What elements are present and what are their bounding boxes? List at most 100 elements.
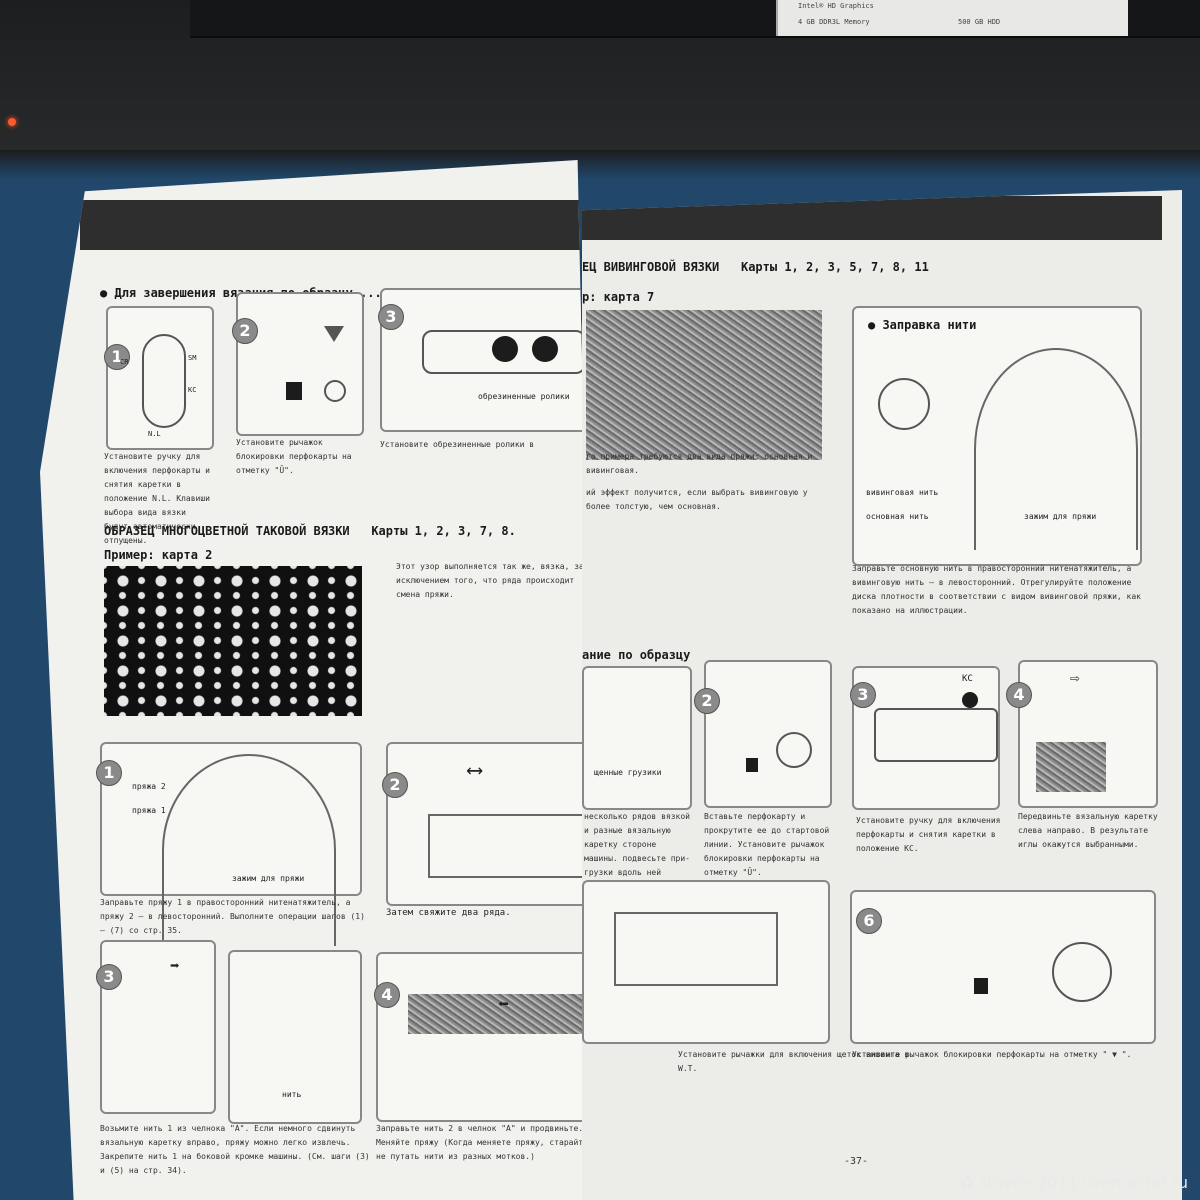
tension-arm-icon <box>162 754 336 946</box>
knob-icon <box>1052 942 1112 1002</box>
step2-panel: 2 <box>232 292 364 436</box>
dial-label-sm: SM <box>188 354 197 362</box>
s6-caption: Установите рычажок блокировки перфокарты… <box>852 1050 1132 1059</box>
section-title-text: ОБРАЗЕЦ МНОГОЦВЕТНОЙ ТАКОВОЙ ВЯЗКИ <box>104 524 350 538</box>
cover-edge-shadow <box>0 150 1200 180</box>
dial-icon <box>142 334 186 428</box>
threading-panel: ● Заправка нити вивинговая нить основная… <box>852 306 1142 566</box>
spec-line-2: 4 GB DDR3L Memory <box>798 18 870 26</box>
spec-line-3: 500 GB HDD <box>958 18 1001 26</box>
s2-caption: Вставьте перфокарту и прокрутите ее до с… <box>704 812 830 877</box>
section-title: ОБРАЗЕЦ МНОГОЦВЕТНОЙ ТАКОВОЙ ВЯЗКИ Карты… <box>104 524 516 538</box>
s3-caption: Установите ручку для включения перфокарт… <box>856 816 1001 853</box>
weights-label: щенные грузики <box>594 768 662 777</box>
right-example-text2: ий эффект получится, если выбрать вивинг… <box>586 488 808 511</box>
double-arrow-icon: ⟷ <box>468 758 482 783</box>
triangle-icon <box>324 326 344 342</box>
b2-caption: Затем свяжите два ряда. <box>386 908 511 918</box>
spec-line-1: Intel® HD Graphics <box>798 2 874 10</box>
brushes-icon <box>614 912 778 986</box>
step-number-b4: 4 <box>374 982 400 1008</box>
step-number-b3: 3 <box>96 964 122 990</box>
weaving-sample-photo <box>586 310 822 460</box>
lever-block-icon <box>286 382 302 400</box>
step-number-s6: 6 <box>856 908 882 934</box>
knit-fabric <box>408 994 588 1034</box>
step2-caption: Установите рычажок блокировки перфокарты… <box>236 438 352 475</box>
knob-icon <box>776 732 812 768</box>
s2-panel: 2 <box>694 660 832 808</box>
step-number-b2: 2 <box>382 772 408 798</box>
watermark: ✿ stavros2011.livemaster.ru <box>960 1173 1189 1192</box>
rollers-label: обрезиненные ролики <box>478 392 570 401</box>
arrow-right-icon: ⇨ <box>1070 668 1080 687</box>
clamp-label: зажим для пряжи <box>232 874 305 883</box>
step1-panel: 1 CR SM KC N.L <box>104 306 214 450</box>
yarn2-label: пряжа 2 <box>132 782 166 791</box>
threading-caption: Заправьте основную нить в правосторонний… <box>852 564 1141 615</box>
right-title: ЕЦ ВИВИНГОВОЙ ВЯЗКИ <box>582 260 720 274</box>
s4-caption: Передвиньте вязальную каретку слева напр… <box>1018 812 1158 849</box>
thread-label: нить <box>282 1090 302 1099</box>
b1-panel: 1 пряжа 2 пряжа 1 зажим для пряжи <box>96 742 362 946</box>
example-label: Пример: карта 2 <box>104 548 213 562</box>
left-page: ● Для завершения вязания по образцу.... … <box>40 160 600 1200</box>
right-page: ЕЦ ВИВИНГОВОЙ ВЯЗКИ Карты 1, 2, 3, 5, 7,… <box>582 190 1182 1200</box>
s5-panel <box>582 880 830 1044</box>
step-number-b1: 1 <box>96 760 122 786</box>
clamp-label: зажим для пряжи <box>1024 512 1097 521</box>
page-number: -37- <box>844 1156 869 1167</box>
right-example-label: р: карта 7 <box>582 290 655 304</box>
right-title-cards: Карты 1, 2, 3, 5, 7, 8, 11 <box>740 260 929 274</box>
example-text: Этот узор выполняется так же, вязка, за … <box>396 562 584 599</box>
step3-panel: 3 обрезиненные ролики <box>378 288 594 432</box>
dial-label-cr: CR <box>120 358 129 366</box>
dial-label-kc: KC <box>188 386 197 394</box>
s4-panel: 4 ⇨ <box>1006 660 1158 808</box>
yarn1-label: пряжа 1 <box>132 806 166 815</box>
roller-icon <box>532 336 558 362</box>
b3b-panel: нить <box>228 950 362 1124</box>
main-yarn-label: основная нить <box>866 512 929 521</box>
kc-label: KC <box>962 674 973 684</box>
fair-isle-sample-photo <box>104 566 362 716</box>
arrow-right-icon: ➡ <box>170 956 180 975</box>
tension-arm-icon <box>974 348 1138 550</box>
page-header-bar <box>80 200 600 250</box>
pattern-heading: ание по образцу <box>582 648 691 662</box>
threading-heading: ● Заправка нити <box>868 318 977 332</box>
b1-caption: Заправьте пряжу 1 в правосторонний нитен… <box>100 898 365 935</box>
b3-panel: 3 ➡ <box>96 940 216 1114</box>
roller-icon <box>492 336 518 362</box>
circle-icon <box>324 380 346 402</box>
carriage-panel-icon <box>874 708 998 762</box>
step-number-1: 1 <box>104 344 130 370</box>
power-led <box>8 118 16 126</box>
b3-caption: Возьмите нить 1 из челнока "A". Если нем… <box>100 1124 370 1175</box>
s5-caption: Установите рычажки для включения щеток в… <box>678 1050 910 1073</box>
tension-dial-icon <box>878 378 930 430</box>
step3-caption: Установите обрезиненные ролики в <box>380 440 535 449</box>
knit-fabric <box>1036 742 1106 792</box>
dial-label-nl: N.L <box>148 430 161 438</box>
section-cards: Карты 1, 2, 3, 7, 8. <box>371 524 516 538</box>
step-number-3: 3 <box>378 304 404 330</box>
step-number-s2: 2 <box>694 688 720 714</box>
step-number-2: 2 <box>232 318 258 344</box>
b4-panel: 4 ⬅ <box>374 952 600 1122</box>
right-example-text1: го примера требуются два вида пряжи: осн… <box>586 452 813 475</box>
spec-label: Intel® HD Graphics 4 GB DDR3L Memory 500… <box>776 0 1128 36</box>
step1-caption: Установите ручку для включения перфокарт… <box>104 452 210 545</box>
s6-panel: 6 <box>850 890 1156 1044</box>
lever-block-icon <box>974 978 988 994</box>
step-number-s3: 3 <box>850 682 876 708</box>
weaving-yarn-label: вивинговая нить <box>866 488 939 497</box>
s1-panel: щенные грузики <box>582 666 692 810</box>
b4-caption: Заправьте нить 2 в челнок "A" и продвинь… <box>376 1124 598 1161</box>
arrow-left-icon: ⬅ <box>498 994 509 1015</box>
lever-block-icon <box>746 758 758 772</box>
s3-panel: 3 KC <box>850 666 1000 810</box>
b2-panel: 2 ⟷ <box>382 742 600 906</box>
kc-knob-icon <box>962 692 978 708</box>
machine-bed-icon <box>428 814 600 878</box>
